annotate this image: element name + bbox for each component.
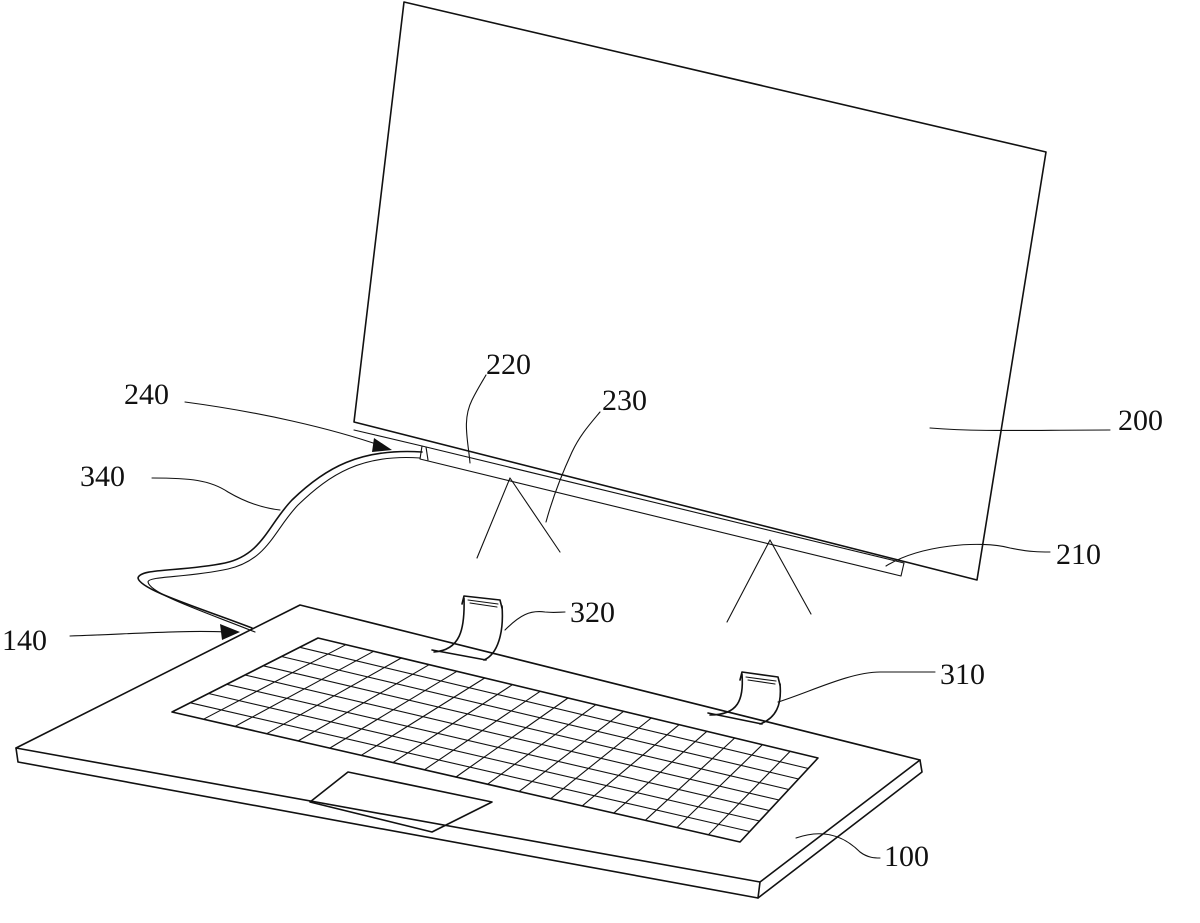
- display-strip-left: [353, 429, 423, 447]
- keyboard-grid: [171, 637, 819, 843]
- touchpad: [309, 771, 493, 833]
- hinge-guides: [476, 477, 812, 623]
- leader-210: [885, 543, 1051, 567]
- keyboard-outline: [171, 637, 819, 843]
- hinge-310-right: [759, 683, 782, 725]
- hinge-320: [431, 595, 504, 661]
- keyboard-row-line: [262, 665, 790, 791]
- hinge-320-right: [483, 605, 504, 661]
- label-340: 340: [80, 460, 125, 493]
- arrow-140: [220, 624, 240, 640]
- hinge-320-left: [433, 597, 465, 653]
- cable: [137, 450, 423, 633]
- label-100: 100: [884, 840, 929, 873]
- cable-line-b: [147, 456, 421, 633]
- leader-240: [184, 401, 383, 447]
- keyboard-row-line: [280, 655, 800, 780]
- label-320: 320: [570, 596, 615, 629]
- leader-230: [545, 411, 601, 523]
- hinge-320-ridges: [467, 599, 499, 608]
- leader-100: [795, 833, 881, 859]
- base-corner: [757, 881, 761, 899]
- hinge-310-top: [739, 671, 781, 686]
- label-230: 230: [602, 384, 647, 417]
- leader-340: [151, 477, 281, 511]
- display-outline: [353, 1, 1047, 581]
- hinge-310-base: [707, 712, 763, 725]
- keyboard-row-line: [226, 683, 770, 812]
- base: [15, 604, 923, 899]
- leader-310: [777, 671, 936, 703]
- leader-320: [504, 611, 566, 631]
- leader-200: [929, 427, 1111, 432]
- keyboard-row-line: [244, 674, 780, 801]
- leader-lines: [69, 374, 1111, 859]
- guide-right: [726, 539, 812, 623]
- leader-220: [465, 374, 487, 464]
- leader-140: [69, 630, 226, 637]
- label-220: 220: [486, 348, 531, 381]
- hinge-320-top: [461, 595, 503, 609]
- keyboard-row-line: [189, 702, 751, 833]
- display-panel: [353, 1, 1047, 581]
- cable-line-a: [137, 450, 423, 629]
- reference-numerals: 200 210 220 230 240 340 140 320 310 100: [2, 348, 1163, 873]
- label-200: 200: [1118, 404, 1163, 437]
- label-210: 210: [1056, 538, 1101, 571]
- hinge-310-ridges: [745, 676, 777, 685]
- display-bottom-strip: [419, 445, 905, 577]
- guide-left: [476, 477, 561, 559]
- label-240: 240: [124, 378, 169, 411]
- keyboard-row-line: [299, 646, 809, 770]
- label-140: 140: [2, 624, 47, 657]
- keyboard-row-line: [207, 692, 761, 822]
- label-310: 310: [940, 658, 985, 691]
- base-top: [15, 604, 921, 883]
- arrow-240: [372, 438, 392, 452]
- hinge-320-base: [431, 649, 487, 661]
- hinge-310: [707, 671, 782, 725]
- display-strip-notch: [425, 446, 429, 461]
- base-side: [15, 747, 923, 899]
